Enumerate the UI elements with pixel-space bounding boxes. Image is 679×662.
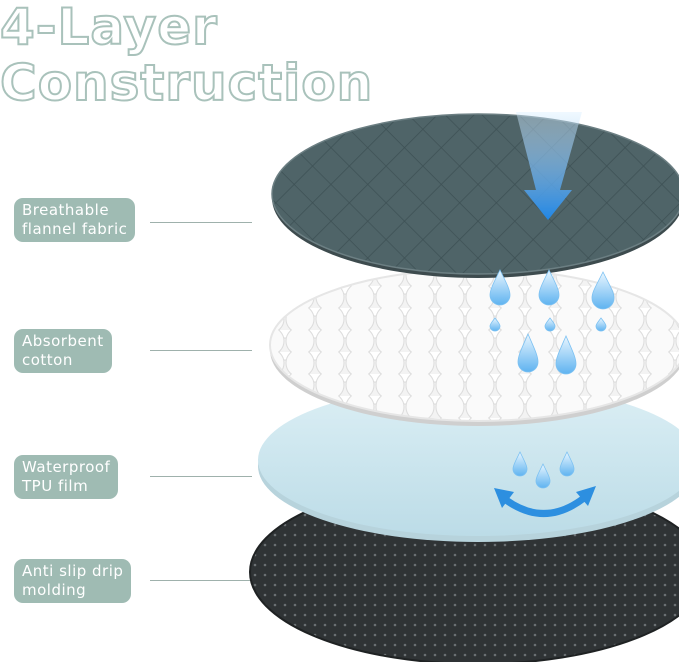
water-drops-icon <box>489 269 615 332</box>
label-line: Absorbent <box>22 332 104 350</box>
label-waterproof-tpu: Waterproof TPU film <box>14 455 119 499</box>
label-line: Anti slip drip <box>22 562 124 580</box>
leader-line <box>150 580 252 581</box>
water-drops-icon <box>512 451 575 489</box>
label-absorbent-cotton: Absorbent cotton <box>14 329 112 373</box>
label-line: cotton <box>22 351 73 369</box>
label-anti-slip: Anti slip drip molding <box>14 559 132 603</box>
water-drops-icon <box>517 333 577 375</box>
label-line: molding <box>22 581 87 599</box>
label-breathable-flannel: Breathable flannel fabric <box>14 198 136 242</box>
flannel-layer <box>271 113 679 278</box>
down-arrow-icon <box>516 112 582 220</box>
title-line-1: 4-Layer <box>0 0 218 56</box>
leader-line <box>150 222 252 223</box>
leader-line <box>150 350 252 351</box>
title-line-2: Construction <box>0 54 374 112</box>
label-line: Breathable <box>22 201 110 219</box>
label-line: TPU film <box>22 477 89 495</box>
label-line: flannel fabric <box>22 220 128 238</box>
curved-arrow-icon <box>494 486 596 517</box>
cotton-layer <box>269 268 679 426</box>
leader-line <box>150 476 252 477</box>
label-line: Waterproof <box>22 458 111 476</box>
